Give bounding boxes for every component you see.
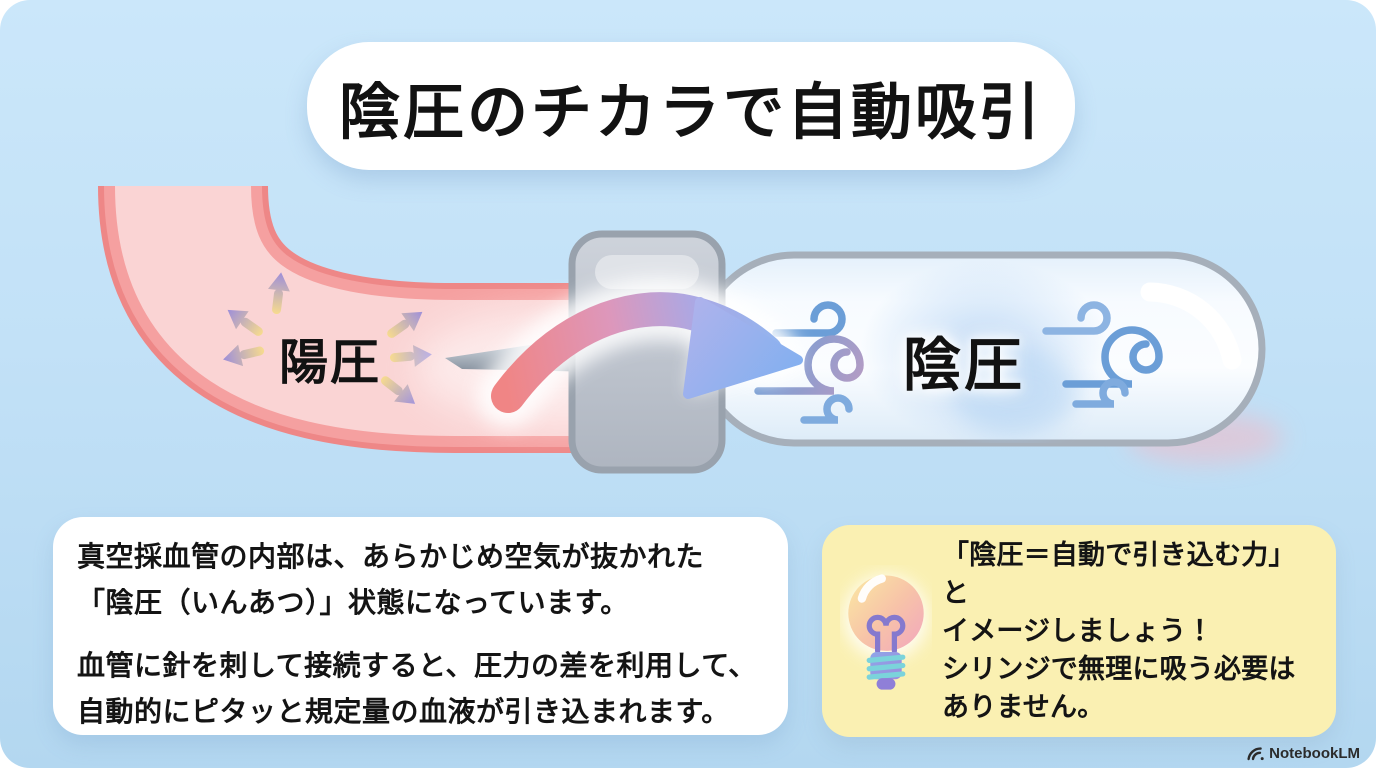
tip-text: 「陰圧＝自動で引き込む力」と イメージしましょう！ シリンジで無理に吸う必要は … [936,536,1316,726]
explanation-card: 真空採血管の内部は、あらかじめ空気が抜かれた 「陰圧（いんあつ）」状態になってい… [53,517,788,735]
negative-pressure-label: 陰圧 [903,333,1026,398]
tip-line: ありません。 [942,692,1105,722]
explanation-line: 血管に針を刺して接続すると、圧力の差を利用して、 [77,650,757,681]
title-card: 陰圧のチカラで自動吸引 [307,42,1075,170]
tip-line: 「陰圧＝自動で引き込む力」と [942,540,1296,608]
wind-swirl-icon [1042,301,1163,408]
flow-arrow-icon [477,278,803,427]
explanation-line: 真空採血管の内部は、あらかじめ空気が抜かれた [77,541,705,572]
vacuum-tube-icon [696,251,1266,447]
explanation-line: 「陰圧（いんあつ）」状態になっています。 [77,587,629,618]
tube-shine [1140,282,1242,370]
tip-line: シリンジで無理に吸う必要は [942,654,1296,684]
explanation-line: 自動的にピタッと規定量の血液が引き込まれます。 [77,696,730,727]
watermark-text: NotebookLM [1269,745,1360,762]
positive-pressure-label: 陽圧 [279,336,382,390]
explanation-paragraph-2: 血管に針を刺して接続すると、圧力の差を利用して、 自動的にピタッと規定量の血液が… [77,643,766,735]
wind-swirl-icon [754,301,864,424]
explanation-paragraph-1: 真空採血管の内部は、あらかじめ空気が抜かれた 「陰圧（いんあつ）」状態になってい… [77,534,766,626]
watermark: NotebookLM [1247,745,1360,762]
lightbulb-icon [836,565,936,697]
notebooklm-logo-icon [1247,747,1264,761]
tip-card: 「陰圧＝自動で引き込む力」と イメージしましょう！ シリンジで無理に吸う必要は … [822,525,1336,737]
page-title: 陰圧のチカラで自動吸引 [338,77,1043,146]
tip-line: イメージしましょう！ [942,616,1214,646]
